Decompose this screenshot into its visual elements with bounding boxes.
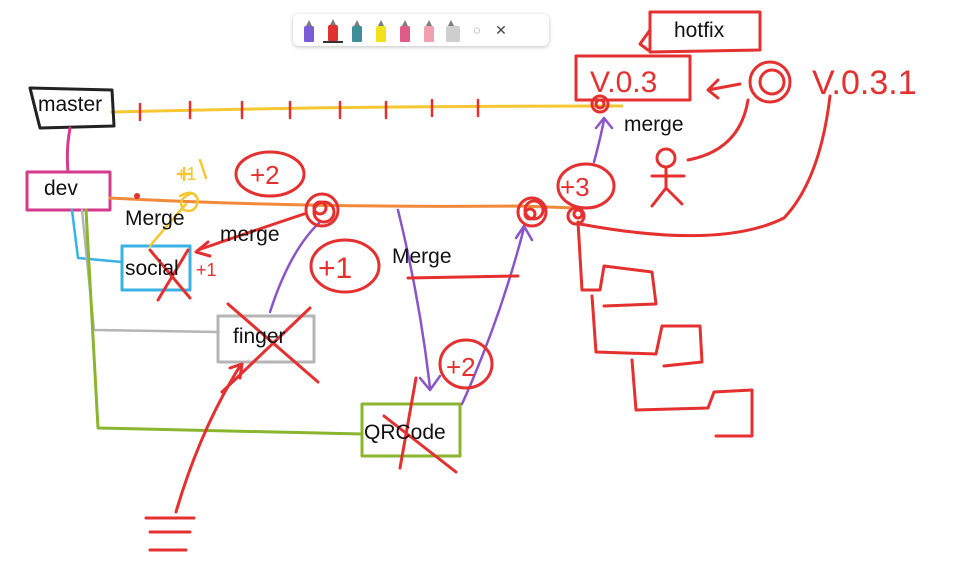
merge-dev-label: Merge [125, 207, 185, 230]
dev-label: dev [44, 177, 78, 200]
finger-box [216, 314, 316, 364]
highlighter-yellow-icon[interactable] [371, 18, 391, 42]
pen-teal-icon[interactable] [347, 18, 367, 42]
merge-arrows-purple [268, 116, 614, 406]
plus-1-social: +1 [196, 260, 217, 280]
plus-2-top: +2 [250, 160, 280, 190]
pen-purple-icon[interactable] [299, 18, 319, 42]
yellow-merge-scribble [148, 158, 208, 248]
version-a: V.0.3 [590, 66, 657, 99]
qrcode-label: QRCode [364, 421, 446, 444]
hotfix-label: hotfix [674, 19, 725, 42]
social-branch-line [70, 208, 124, 264]
ruler-icon[interactable] [443, 18, 463, 42]
dev-box [25, 170, 112, 212]
master-branch-line [110, 98, 624, 122]
pen-red-icon[interactable] [323, 17, 343, 43]
plus-2-qr: +2 [446, 352, 476, 382]
plus-3: +3 [560, 172, 590, 202]
lasso-icon[interactable]: ◌ [473, 23, 481, 37]
merge-mid-label: Merge [392, 245, 452, 268]
master-label: master [38, 93, 103, 116]
version-b: V.0.3.1 [812, 64, 917, 102]
finger-label: finger [233, 325, 286, 348]
master-dev-connector [65, 126, 72, 174]
pen-toolbar: ◌ ✕ [293, 14, 549, 46]
plus-1-yellow: +1 [176, 164, 197, 184]
red-annotations [134, 10, 832, 552]
merge-master-label: merge [624, 113, 684, 136]
red-text-annotations: V.0.3 V.0.3.1 +2 +1 +1 +2 +3 [196, 64, 917, 382]
eraser-icon[interactable] [419, 18, 439, 42]
social-box [120, 244, 192, 292]
master-box [28, 86, 116, 130]
qrcode-branch-line [84, 208, 364, 436]
merge-social-label: merge [220, 223, 280, 246]
close-icon[interactable]: ✕ [495, 22, 507, 38]
plus-1-finger: +1 [318, 252, 352, 285]
social-label: social [125, 257, 179, 280]
pen-pink-icon[interactable] [395, 18, 415, 42]
